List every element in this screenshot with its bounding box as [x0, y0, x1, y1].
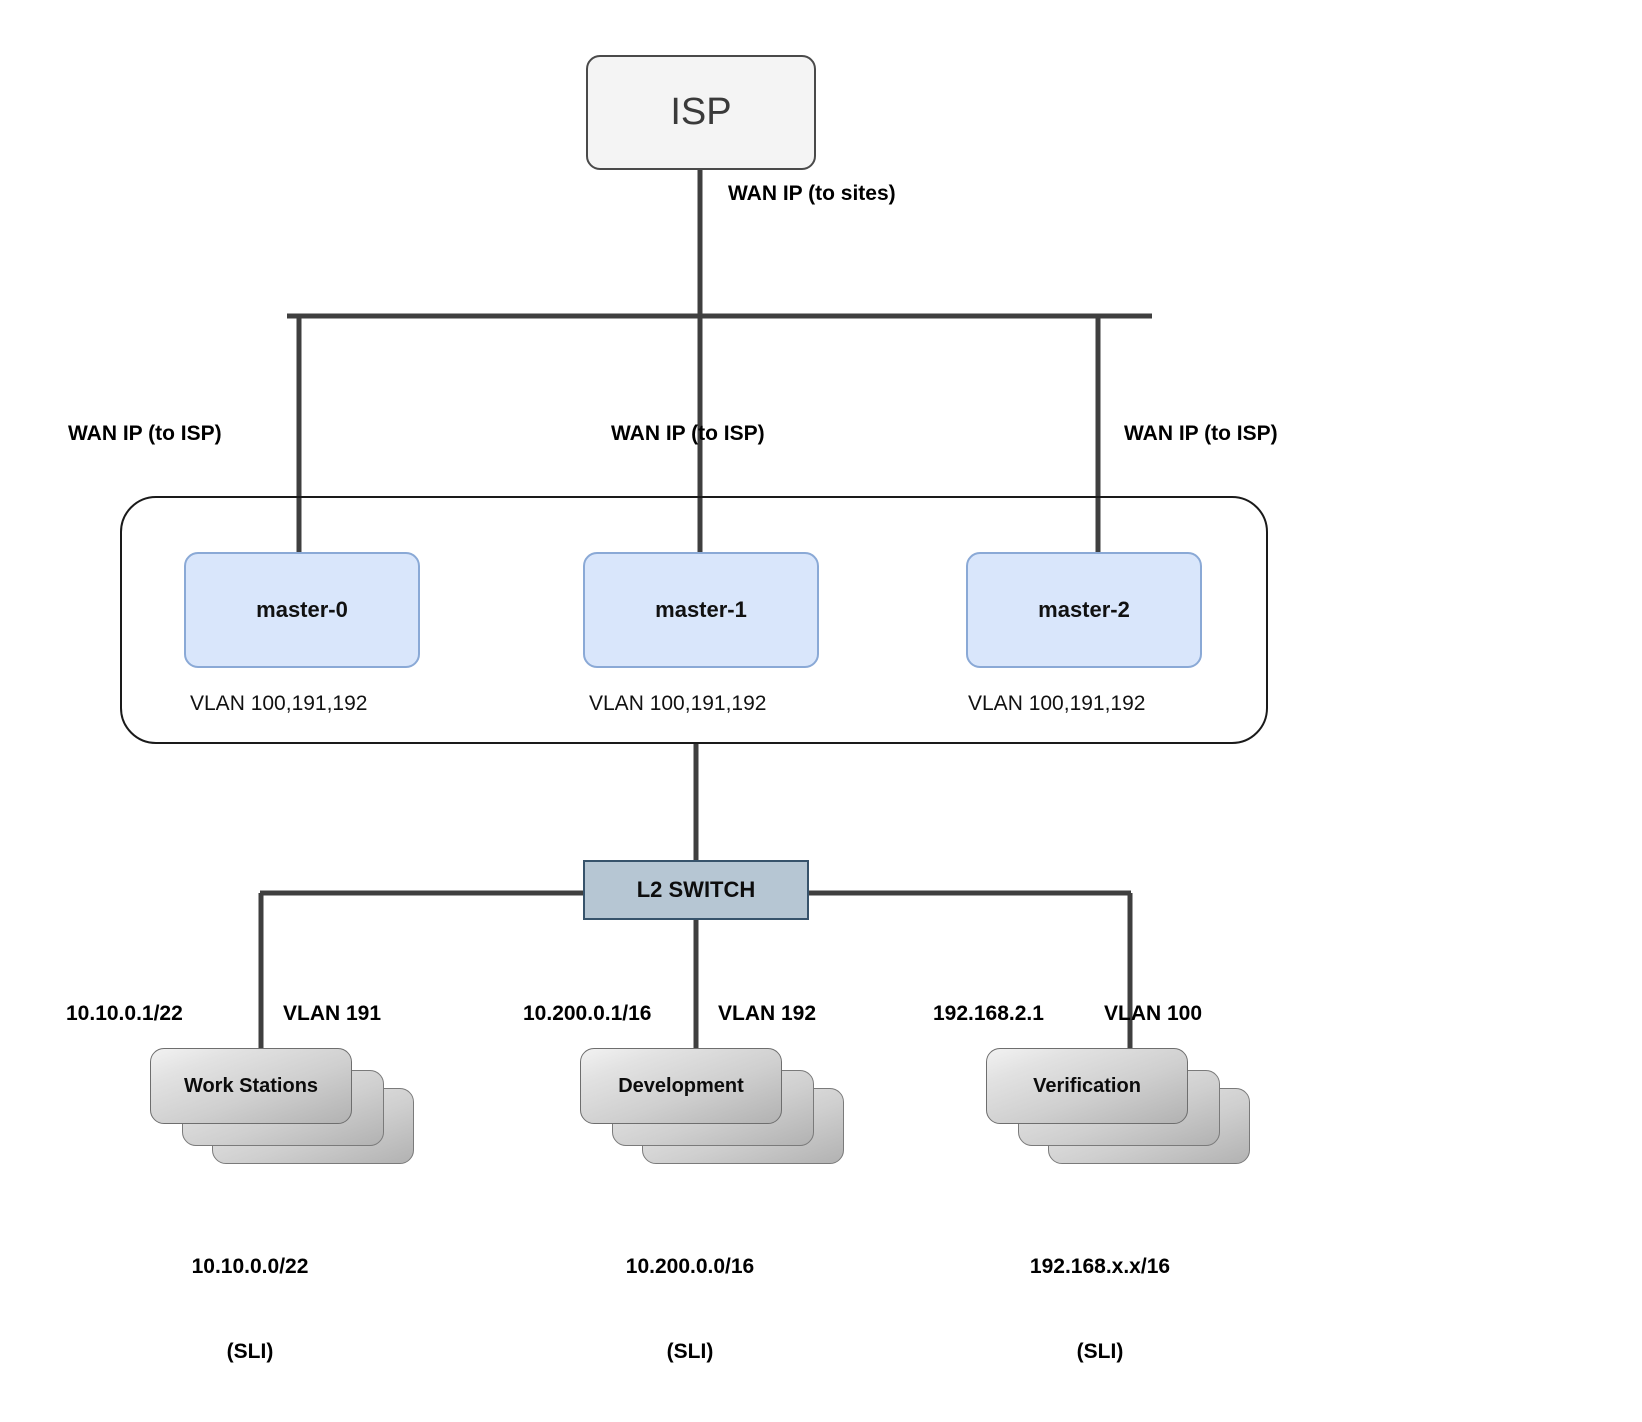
stack-sheet-front: Development	[580, 1048, 782, 1124]
gateway-ip-label-work-stations: 10.10.0.1/22	[66, 1002, 183, 1025]
cluster-boundary	[120, 496, 1268, 744]
wan-ip-to-sites-label: WAN IP (to sites)	[728, 182, 896, 205]
subnet-note-work-stations: (SLI)	[226, 1339, 274, 1363]
subnet-value-development: 10.200.0.0/16	[625, 1254, 755, 1278]
isp-node[interactable]: ISP	[586, 55, 816, 170]
master-node-1[interactable]: master-1	[583, 552, 819, 668]
master-node-label-0: master-0	[256, 597, 348, 622]
wan-ip-to-isp-label-2: WAN IP (to ISP)	[1124, 422, 1278, 445]
subnet-note-development: (SLI)	[666, 1339, 714, 1363]
vlan-label-work-stations: VLAN 191	[283, 1002, 382, 1025]
master-vlan-caption-1: VLAN 100,191,192	[589, 692, 767, 715]
server-stack-verification[interactable]: Verification	[978, 1044, 1258, 1164]
vlan-label-development: VLAN 192	[718, 1002, 817, 1025]
subnet-caption-verification: 192.168.x.x/16 (SLI)	[960, 1196, 1240, 1422]
master-node-0[interactable]: master-0	[184, 552, 420, 668]
l2-switch-node[interactable]: L2 SWITCH	[583, 860, 809, 920]
vlan-label-verification: VLAN 100	[1104, 1002, 1203, 1025]
server-stack-label-verification: Verification	[1033, 1074, 1141, 1097]
gateway-ip-label-development: 10.200.0.1/16	[523, 1002, 652, 1025]
subnet-note-verification: (SLI)	[1076, 1339, 1124, 1363]
stack-sheet-front: Work Stations	[150, 1048, 352, 1124]
master-node-2[interactable]: master-2	[966, 552, 1202, 668]
subnet-caption-work-stations: 10.10.0.0/22 (SLI)	[120, 1196, 380, 1422]
isp-label: ISP	[670, 91, 732, 133]
server-stack-work-stations[interactable]: Work Stations	[142, 1044, 422, 1164]
server-stack-label-development: Development	[618, 1074, 744, 1097]
master-vlan-caption-0: VLAN 100,191,192	[190, 692, 368, 715]
stack-sheet-front: Verification	[986, 1048, 1188, 1124]
server-stack-development[interactable]: Development	[572, 1044, 852, 1164]
master-node-label-1: master-1	[655, 597, 747, 622]
wan-ip-to-isp-label-1: WAN IP (to ISP)	[611, 422, 765, 445]
wan-ip-to-isp-label-0: WAN IP (to ISP)	[68, 422, 222, 445]
gateway-ip-label-verification: 192.168.2.1	[933, 1002, 1044, 1025]
subnet-caption-development: 10.200.0.0/16 (SLI)	[560, 1196, 820, 1422]
l2-switch-label: L2 SWITCH	[636, 877, 756, 902]
subnet-value-verification: 192.168.x.x/16	[1029, 1254, 1171, 1278]
server-stack-label-work-stations: Work Stations	[183, 1074, 319, 1097]
master-vlan-caption-2: VLAN 100,191,192	[968, 692, 1146, 715]
subnet-value-work-stations: 10.10.0.0/22	[191, 1254, 309, 1278]
master-node-label-2: master-2	[1038, 597, 1130, 622]
